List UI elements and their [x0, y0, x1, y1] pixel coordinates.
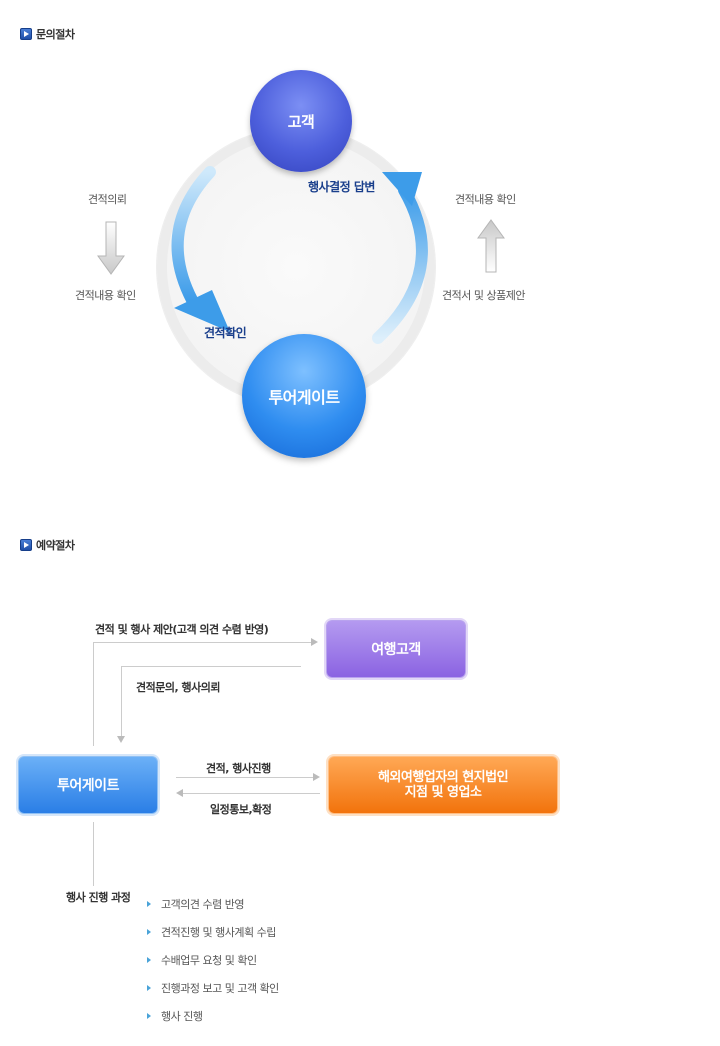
to-customer-label: 견적 및 행사 제안(고객 의견 수렴 반영) [95, 623, 269, 636]
process-step: 견적진행 및 행사계획 수립 [147, 918, 279, 946]
process-title: 행사 진행 과정 [66, 891, 131, 904]
tourgate-box: 투어게이트 [18, 756, 158, 814]
process-step: 고객의견 수렴 반영 [147, 890, 279, 918]
from-customer-label: 견적문의, 행사의뢰 [136, 681, 220, 694]
bullet-icon [147, 901, 151, 907]
reservation-section-title: 예약절차 [36, 539, 75, 552]
right-arc-arrow [372, 172, 428, 344]
connector-line [93, 642, 94, 746]
process-step: 수배업무 요청 및 확인 [147, 946, 279, 974]
right-bottom-label: 견적서 및 상품제안 [442, 289, 525, 302]
process-step: 진행과정 보고 및 고객 확인 [147, 974, 279, 1002]
down-arrow-icon [97, 221, 125, 275]
process-step: 행사 진행 [147, 1002, 279, 1030]
reservation-section-header: 예약절차 [20, 537, 75, 553]
arrow-down-icon [117, 736, 125, 743]
connector-line [93, 642, 311, 643]
left-bottom-label: 견적내용 확인 [75, 289, 136, 302]
arc-left-label: 견적확인 [204, 326, 247, 340]
bullet-icon [147, 985, 151, 991]
customer-node: 고객 [250, 70, 352, 172]
partner-box: 해외여행업자의 현지법인 지점 및 영업소 [328, 756, 558, 814]
arrow-right-icon [311, 638, 318, 646]
inquiry-section-title: 문의절차 [36, 28, 75, 41]
arc-right-label: 행사결정 답변 [308, 180, 375, 194]
travel-customer-box: 여행고객 [326, 620, 466, 678]
arrow-right-icon [313, 773, 320, 781]
connector-line [176, 777, 313, 778]
connector-line [121, 666, 122, 736]
connector-line [121, 666, 301, 667]
from-partner-label: 일정통보,확정 [210, 803, 272, 816]
bullet-icon [147, 929, 151, 935]
arrow-left-icon [176, 789, 183, 797]
tourgate-node: 투어게이트 [242, 334, 366, 458]
process-step-list: 고객의견 수렴 반영 견적진행 및 행사계획 수립 수배업무 요청 및 확인 진… [147, 890, 279, 1030]
play-icon [20, 28, 32, 40]
up-arrow-icon [477, 219, 505, 273]
play-icon [20, 539, 32, 551]
connector-line [183, 793, 320, 794]
right-top-label: 견적내용 확인 [455, 193, 516, 206]
left-arc-arrow [171, 166, 230, 332]
inquiry-section-header: 문의절차 [20, 26, 75, 42]
partner-box-line2: 지점 및 영업소 [404, 785, 482, 800]
bullet-icon [147, 1013, 151, 1019]
cycle-arrows [171, 166, 428, 344]
connector-line [93, 822, 94, 886]
left-top-label: 견적의뢰 [88, 193, 127, 206]
bullet-icon [147, 957, 151, 963]
to-partner-label: 견적, 행사진행 [206, 762, 271, 775]
partner-box-line1: 해외여행업자의 현지법인 [377, 770, 509, 785]
